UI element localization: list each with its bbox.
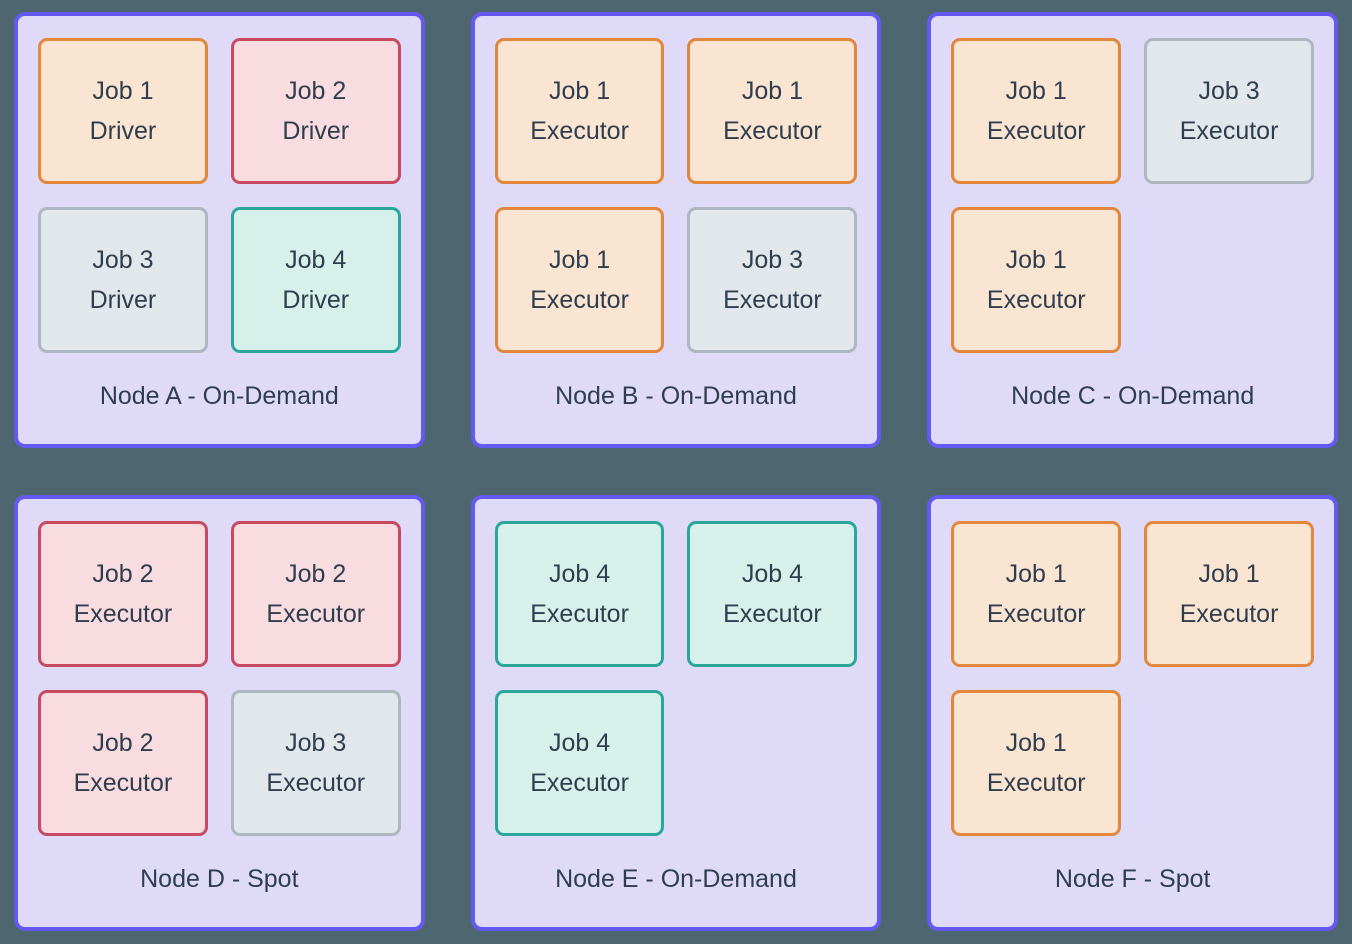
job-role: Executor [1179,600,1279,628]
job-role: Executor [723,117,822,145]
node-label: Node C - On-Demand [1011,382,1255,410]
job-grid: Job 1 Driver Job 2 Driver Job 3 Driver J… [18,16,421,353]
node-card-c: Job 1 Executor Job 3 Executor Job 1 Exec… [927,12,1338,448]
job-box-job2: Job 2 Driver [230,38,401,184]
job-box-job3: Job 3 Executor [687,207,858,353]
job-role: Executor [530,286,629,314]
job-role: Executor [986,769,1086,797]
job-name: Job 1 [1005,246,1067,274]
node-label: Node B - On-Demand [555,382,797,410]
job-role: Executor [530,117,629,145]
job-name: Job 4 [741,560,803,588]
job-name: Job 1 [1005,560,1067,588]
node-label: Node E - On-Demand [555,865,797,893]
job-box-job3: Job 3 Driver [38,207,208,353]
job-box-job1: Job 1 Driver [38,38,208,184]
job-grid: Job 1 Executor Job 1 Executor Job 1 Exec… [931,499,1334,836]
job-box-job1: Job 1 Executor [951,521,1122,667]
job-role: Driver [89,117,157,145]
node-label: Node F - Spot [1054,865,1211,893]
job-role: Executor [723,600,822,628]
job-grid: Job 4 Executor Job 4 Executor Job 4 Exec… [475,499,878,836]
job-name: Job 1 [548,77,611,105]
node-label: Node D - Spot [140,865,299,893]
job-box-job3: Job 3 Executor [230,690,401,836]
job-name: Job 2 [285,560,347,588]
job-role: Executor [1179,117,1279,145]
node-card-d: Job 2 Executor Job 2 Executor Job 2 Exec… [14,495,425,931]
job-box-job2: Job 2 Executor [230,521,401,667]
job-box-job1: Job 1 Executor [951,38,1122,184]
node-card-f: Job 1 Executor Job 1 Executor Job 1 Exec… [927,495,1338,931]
node-label: Node A - On-Demand [99,382,339,410]
node-card-a: Job 1 Driver Job 2 Driver Job 3 Driver J… [14,12,425,448]
job-role: Executor [73,769,173,797]
job-box-job1: Job 1 Executor [687,38,858,184]
node-card-e: Job 4 Executor Job 4 Executor Job 4 Exec… [470,495,882,931]
job-role: Executor [530,600,629,628]
job-role: Executor [986,286,1086,314]
job-name: Job 4 [548,729,611,757]
job-name: Job 3 [285,729,347,757]
job-name: Job 2 [285,77,347,105]
job-box-job4: Job 4 Executor [494,690,665,836]
job-box-job4: Job 4 Executor [687,521,858,667]
job-role: Driver [282,117,350,145]
job-name: Job 2 [92,560,154,588]
job-box-job1: Job 1 Executor [951,207,1122,353]
job-grid: Job 1 Executor Job 3 Executor Job 1 Exec… [931,16,1334,353]
job-box-job1: Job 1 Executor [1144,521,1314,667]
job-grid: Job 2 Executor Job 2 Executor Job 2 Exec… [18,499,421,836]
job-grid: Job 1 Executor Job 1 Executor Job 1 Exec… [475,16,878,353]
job-name: Job 3 [1198,77,1260,105]
job-name: Job 1 [548,246,611,274]
job-box-job1: Job 1 Executor [494,38,665,184]
job-name: Job 1 [741,77,803,105]
job-box-job1: Job 1 Executor [494,207,665,353]
job-name: Job 1 [92,77,154,105]
job-role: Executor [986,117,1086,145]
job-box-job2: Job 2 Executor [38,521,208,667]
job-role: Driver [282,286,350,314]
job-role: Executor [986,600,1086,628]
job-role: Driver [89,286,157,314]
job-name: Job 3 [92,246,154,274]
job-role: Executor [530,769,629,797]
job-name: Job 1 [1005,729,1067,757]
node-card-b: Job 1 Executor Job 1 Executor Job 1 Exec… [470,12,882,448]
job-name: Job 1 [1005,77,1067,105]
job-box-job4: Job 4 Driver [230,207,401,353]
job-role: Executor [266,769,366,797]
job-name: Job 1 [1198,560,1260,588]
job-box-job3: Job 3 Executor [1144,38,1314,184]
job-role: Executor [73,600,173,628]
job-box-job4: Job 4 Executor [494,521,665,667]
job-role: Executor [723,286,822,314]
job-name: Job 4 [285,246,347,274]
job-box-job2: Job 2 Executor [38,690,208,836]
job-box-job1: Job 1 Executor [951,690,1122,836]
job-name: Job 2 [92,729,154,757]
job-name: Job 3 [741,246,803,274]
job-role: Executor [266,600,366,628]
job-name: Job 4 [548,560,611,588]
